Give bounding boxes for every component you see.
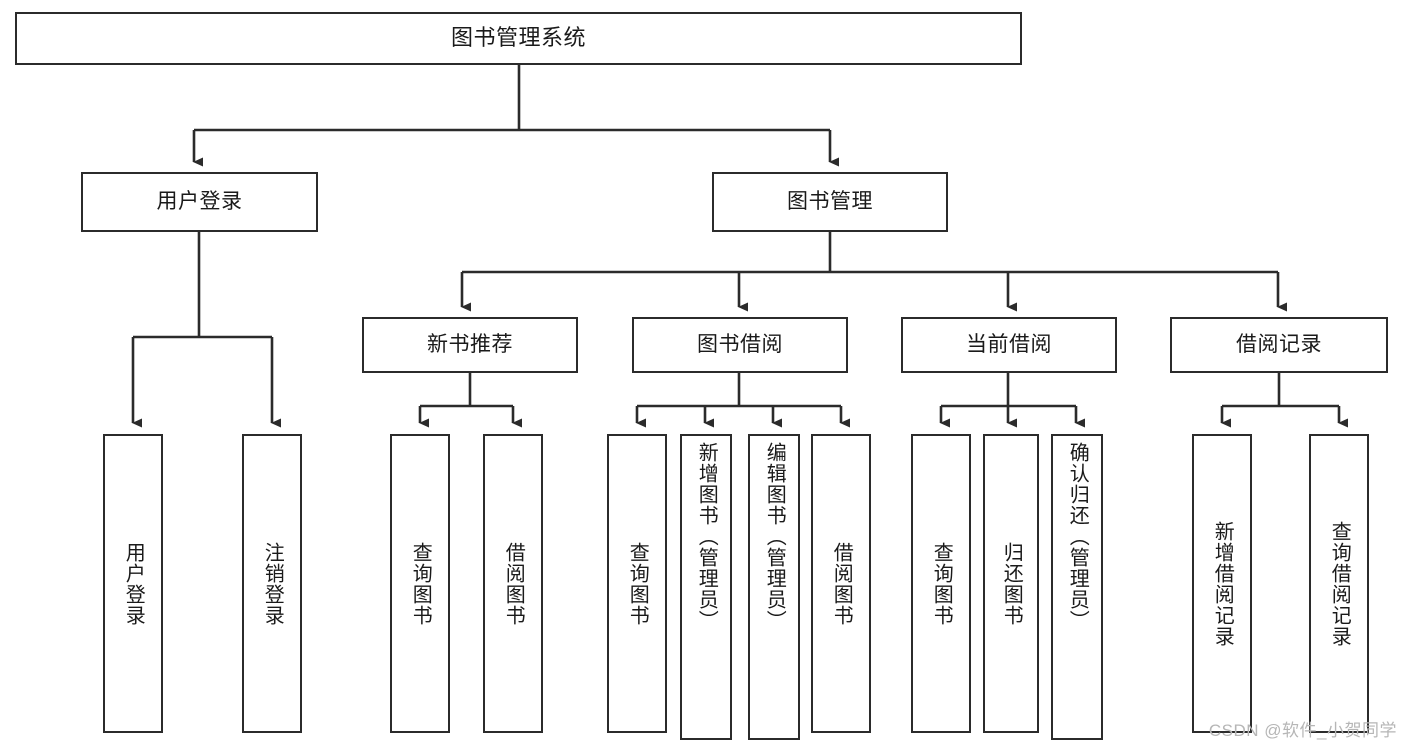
leaf-query-book-3-label: 查询图书: [930, 541, 953, 626]
leaf-query-borrow-record-label: 查询借阅记录: [1328, 520, 1351, 647]
node-user-login-label: 用户登录: [156, 190, 243, 214]
leaf-user-login-label: 用户登录: [122, 541, 145, 626]
leaf-add-book-admin-label: 新增图书（管理员）: [695, 442, 718, 631]
leaf-query-book-2-label: 查询图书: [626, 541, 649, 626]
node-current-borrow-label: 当前借阅: [966, 333, 1052, 357]
node-root[interactable]: 图书管理系统: [15, 12, 1022, 65]
leaf-edit-book-admin[interactable]: 编辑图书（管理员）: [748, 434, 800, 740]
leaf-query-book-1-label: 查询图书: [409, 541, 432, 626]
leaf-add-borrow-record-label: 新增借阅记录: [1211, 520, 1234, 647]
leaf-return-book-label: 归还图书: [1000, 541, 1023, 626]
node-book-borrow[interactable]: 图书借阅: [632, 317, 848, 373]
leaf-borrow-book-1[interactable]: 借阅图书: [483, 434, 543, 733]
node-root-label: 图书管理系统: [450, 25, 586, 51]
leaf-query-book-1[interactable]: 查询图书: [390, 434, 450, 733]
leaf-borrow-book-2-label: 借阅图书: [830, 541, 853, 626]
leaf-borrow-book-1-label: 借阅图书: [502, 541, 525, 626]
leaf-logout-label: 注销登录: [261, 541, 284, 626]
leaf-return-book[interactable]: 归还图书: [983, 434, 1039, 733]
leaf-logout[interactable]: 注销登录: [242, 434, 302, 733]
node-current-borrow[interactable]: 当前借阅: [901, 317, 1117, 373]
leaf-add-borrow-record[interactable]: 新增借阅记录: [1192, 434, 1252, 733]
node-new-book-recommend-label: 新书推荐: [427, 333, 513, 357]
leaf-query-book-3[interactable]: 查询图书: [911, 434, 971, 733]
node-book-manage[interactable]: 图书管理: [712, 172, 948, 232]
leaf-borrow-book-2[interactable]: 借阅图书: [811, 434, 871, 733]
leaf-edit-book-admin-label: 编辑图书（管理员）: [763, 442, 786, 631]
node-book-manage-label: 图书管理: [787, 190, 873, 214]
leaf-confirm-return-admin-label: 确认归还（管理员）: [1066, 442, 1089, 631]
node-borrow-record-label: 借阅记录: [1236, 333, 1322, 357]
leaf-user-login[interactable]: 用户登录: [103, 434, 163, 733]
node-borrow-record[interactable]: 借阅记录: [1170, 317, 1388, 373]
leaf-query-book-2[interactable]: 查询图书: [607, 434, 667, 733]
leaf-add-book-admin[interactable]: 新增图书（管理员）: [680, 434, 732, 740]
node-book-borrow-label: 图书借阅: [697, 333, 783, 357]
node-user-login[interactable]: 用户登录: [81, 172, 318, 232]
leaf-confirm-return-admin[interactable]: 确认归还（管理员）: [1051, 434, 1103, 740]
watermark: CSDN @软件_小贺同学: [1208, 721, 1397, 740]
node-new-book-recommend[interactable]: 新书推荐: [362, 317, 578, 373]
leaf-query-borrow-record[interactable]: 查询借阅记录: [1309, 434, 1369, 733]
